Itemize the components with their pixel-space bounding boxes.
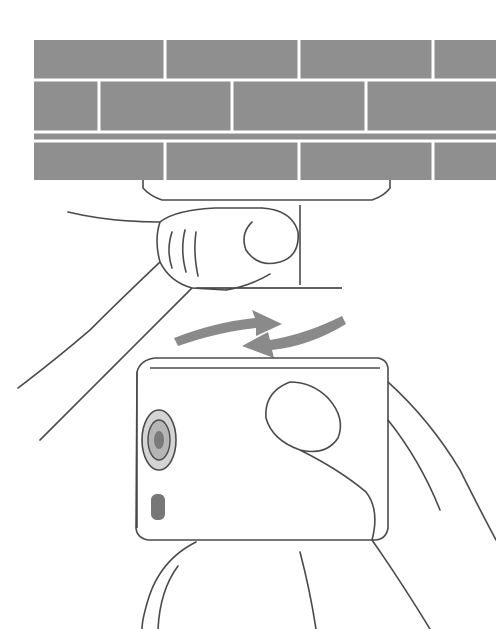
wall-mount-base-icon <box>143 180 390 285</box>
hand-icon <box>142 382 496 629</box>
brick-wall-icon <box>34 40 496 180</box>
camera-lens-icon <box>142 410 176 520</box>
rotate-arrows-icon <box>174 310 346 358</box>
